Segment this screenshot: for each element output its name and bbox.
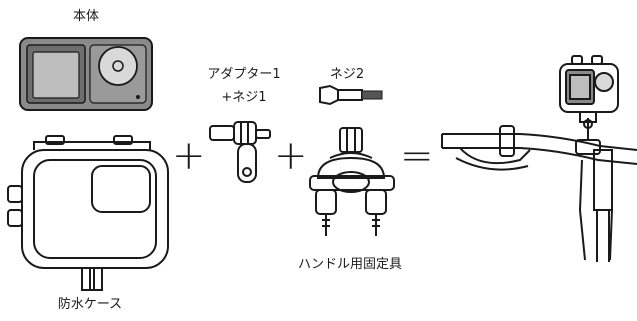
camera-body-illustration <box>19 37 153 111</box>
bicycle-handlebar-illustration <box>441 55 637 262</box>
screw-2-illustration <box>319 84 383 106</box>
adapter-1-label: アダプター1 <box>207 67 281 82</box>
adapter-1-illustration <box>209 121 271 183</box>
waterproof-case-label: 防水ケース <box>57 297 123 312</box>
plus-operator-2: + <box>274 133 308 179</box>
screw-2-label: ネジ2 <box>329 67 365 82</box>
waterproof-case-illustration <box>7 135 169 291</box>
camera-body-label: 本体 <box>72 9 100 24</box>
handlebar-mount-label: ハンドル用固定具 <box>297 257 403 272</box>
handlebar-mount-illustration <box>309 127 395 236</box>
screw-1-label: +ネジ1 <box>221 90 267 105</box>
equals-operator: = <box>400 133 434 179</box>
plus-operator-1: + <box>172 133 206 179</box>
